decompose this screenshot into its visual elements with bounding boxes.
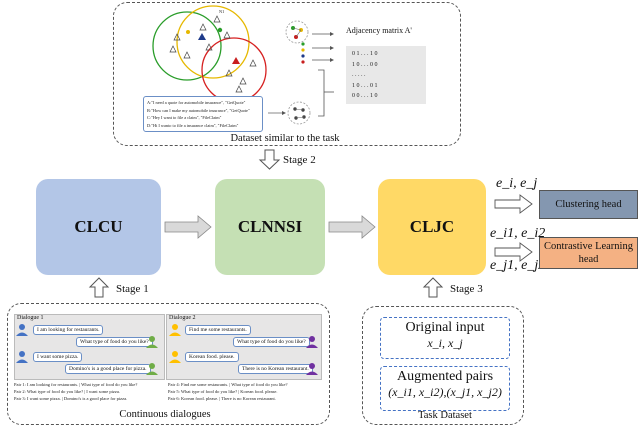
clustering-head: Clustering head [539, 190, 638, 219]
user-icon [306, 363, 318, 375]
user-icon [169, 351, 181, 363]
utterance-line: B:"How can I make my automobile insuranc… [147, 107, 250, 113]
node-label-n1: N1 [219, 9, 225, 14]
dataset-caption: Dataset similar to the task [230, 133, 340, 144]
original-input-vars: x_i, x_j [427, 336, 463, 350]
user-icon [146, 363, 158, 375]
matrix-row: 1 0 . . . 0 0 [352, 61, 378, 68]
dialogue-turn: I am looking for restaurants. [33, 325, 104, 335]
utterance-line: D:"Hi I wanto to file a insurance claim"… [147, 122, 239, 128]
user-icon [16, 324, 28, 336]
matrix-row: . . . . . [352, 72, 366, 78]
dialogue-1-title: Dialogue 1 [17, 315, 44, 321]
utterance-box: A:"I need a quote for automobile insuran… [143, 96, 263, 132]
pair-line: Pair 5: What type of food do you like? |… [168, 389, 278, 394]
clcu-block: CLCU [36, 179, 161, 275]
dialogue-turn: Find me some restaurants. [185, 325, 251, 335]
stage3-label: Stage 3 [450, 283, 483, 295]
task-caption: Task Dataset [418, 410, 472, 421]
dialogue-turn: Domino's is a good place for pizza. [65, 364, 151, 374]
dialogue-turn: I want some pizza. [33, 352, 83, 362]
utterance-line: A:"I need a quote for automobile insuran… [147, 100, 246, 105]
utterance-line: C:"Hey I want to file a claim", "FileCla… [147, 115, 222, 120]
e-pair-text: e_i, e_j [496, 176, 538, 191]
augmented-pairs-vars: (x_i1, x_i2),(x_j1, x_j2) [388, 385, 502, 399]
pair-line: Pair 3: I want some pizza. | Domino's is… [14, 396, 128, 401]
stage2-label: Stage 2 [283, 154, 316, 166]
contrastive-head: Contrastive Learning head [539, 237, 638, 269]
pair-line: Pair 6: Korean food. please. | There is … [168, 396, 276, 401]
user-icon [169, 324, 181, 336]
augmented-pairs-label: Augmented pairs [396, 369, 494, 384]
adjacency-label: Adjacency matrix A' [346, 26, 412, 35]
dialogue-turn: There is no Korean restaurant. [238, 364, 313, 374]
e-pair-a-text: e_i1, e_i2 [490, 226, 546, 241]
adjacency-matrix: 0 1 . . . 1 0 1 0 . . . 0 0 . . . . . 1 … [346, 46, 426, 104]
dialogue-2-title: Dialogue 2 [169, 315, 196, 321]
augmented-pairs-box: Augmented pairs (x_i1, x_i2),(x_j1, x_j2… [380, 366, 510, 411]
pair-line: Pair 2: What type of food do you like? |… [14, 389, 121, 394]
original-input-box: Original input x_i, x_j [380, 317, 510, 359]
user-icon [306, 336, 318, 348]
pair-line: Pair 4: Find me some restaurants. | What… [168, 382, 288, 387]
pair-line: Pair 1: I am looking for restaurants. | … [14, 382, 138, 387]
matrix-row: 1 0 . . . 0 1 [352, 82, 378, 89]
user-icon [146, 336, 158, 348]
matrix-row: 0 0 . . . 1 0 [352, 93, 378, 99]
e-pair-label: e_i, e_j [496, 176, 537, 192]
e-pair-b-label: e_j1, e_j2 [490, 258, 545, 274]
e-pair-a-label: e_i1, e_i2 [490, 226, 545, 242]
stage1-label: Stage 1 [116, 283, 149, 295]
dialogue-turn: What type of food do you like? [233, 337, 310, 347]
user-icon [16, 351, 28, 363]
cljc-block: CLJC [378, 179, 486, 275]
dialogue-turn: Korean food. please. [185, 352, 239, 362]
clnnsi-block: CLNNSI [215, 179, 325, 275]
dialogues-caption: Continuous dialogues [119, 409, 211, 420]
e-pair-b-text: e_j1, e_j2 [490, 258, 546, 273]
original-input-label: Original input [405, 320, 485, 335]
dialogue-turn: What type of food do you like? [76, 337, 153, 347]
matrix-row: 0 1 . . . 1 0 [352, 51, 378, 57]
task-panel [362, 306, 524, 425]
